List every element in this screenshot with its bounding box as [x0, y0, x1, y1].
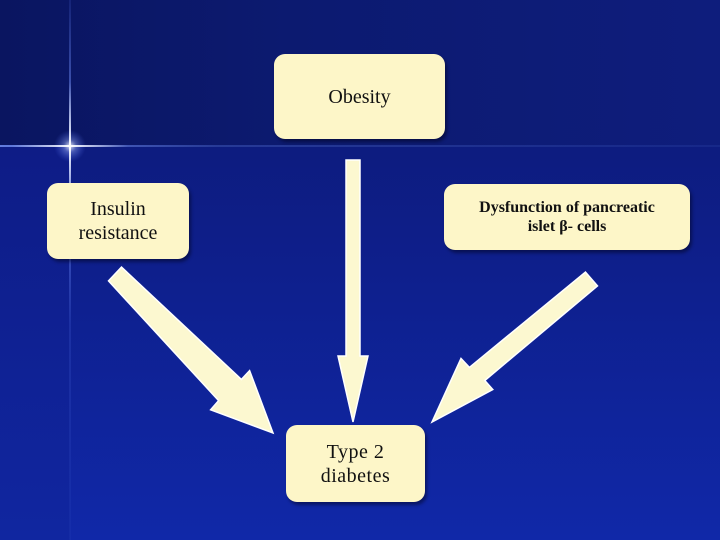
horizontal-rule	[0, 145, 720, 147]
arrow-obesity-to-diabetes	[337, 159, 369, 423]
node-insulin-resistance-line-2: resistance	[78, 222, 158, 244]
node-dysfunction-line-1: Dysfunction of pancreatic	[479, 198, 655, 216]
node-dysfunction-line-2: islet β- cells	[527, 218, 607, 235]
node-insulin-resistance: Insulin resistance	[47, 183, 189, 259]
node-insulin-resistance-line-1: Insulin	[90, 198, 146, 220]
node-type2-diabetes-line-1: Type 2	[326, 440, 385, 463]
node-type2-diabetes-line-2: diabetes	[320, 464, 391, 487]
node-dysfunction-beta-cells: Dysfunction of pancreatic islet β- cells	[444, 184, 690, 250]
vertical-rule	[69, 0, 71, 540]
arrow-dysfunction-to-diabetes	[430, 271, 599, 424]
node-obesity: Obesity	[274, 54, 445, 139]
arrow-insulin-to-diabetes	[107, 266, 275, 435]
node-obesity-label: Obesity	[328, 85, 391, 108]
node-type2-diabetes: Type 2 diabetes	[286, 425, 425, 502]
